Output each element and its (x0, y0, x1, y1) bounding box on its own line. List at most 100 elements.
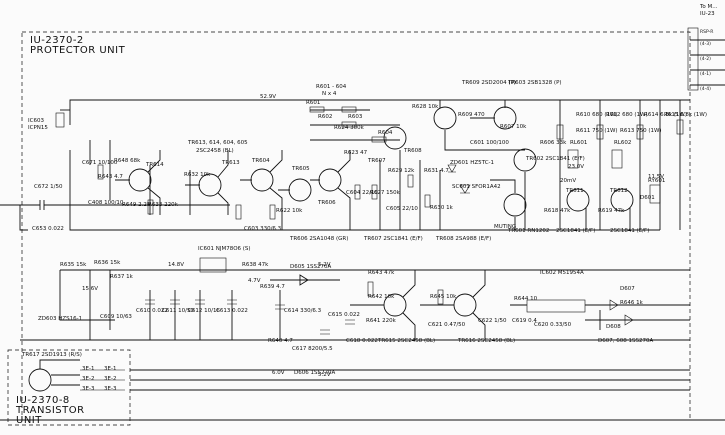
label: C605 22/10 (386, 206, 418, 212)
tr604-symbol (250, 168, 274, 192)
label: C601 100/100 (470, 140, 509, 146)
connector-label: (4-3) (700, 42, 711, 47)
tr605-symbol (288, 178, 312, 202)
label: C408 100/10 (88, 200, 124, 206)
label: SC601 SFOR1A42 (452, 184, 501, 190)
label: R609 470 (458, 112, 485, 118)
unit-title: IU-2370-2 (30, 35, 84, 46)
label: R643 47k (368, 270, 395, 276)
tr601-symbol (503, 193, 527, 217)
label: R629 12k (388, 168, 415, 174)
label: R644 10 (514, 296, 538, 302)
label: R637 1k (110, 274, 133, 280)
label: RL602 (614, 140, 632, 146)
protector-unit-frame (21, 31, 691, 421)
label: R604 (378, 130, 393, 136)
label: C619 0.4 (512, 318, 537, 324)
label: C603 330/6.3 (244, 226, 282, 232)
tr606-symbol (318, 168, 342, 192)
label: 11.5V (648, 174, 665, 180)
label: C621 0.47/50 (428, 322, 466, 328)
label: ZD601 HZ5TC-1 (450, 160, 495, 166)
label: TR614 (146, 162, 164, 168)
label: IC603 (28, 118, 44, 124)
label: TR603 2SB1328 (P) (508, 80, 562, 86)
label: R618 47k (544, 208, 571, 214)
label: R619 47k (598, 208, 625, 214)
label: 15.6V (82, 286, 99, 292)
top-right-note-2: IU-23 (700, 11, 715, 17)
label: D608 (606, 324, 621, 330)
label: R614 6.8k (1W) (644, 112, 687, 118)
pin-label: 3E-3 (104, 386, 117, 392)
label: R648 68k (114, 158, 141, 164)
label: R603 (348, 114, 363, 120)
pin-label: 3E-1 (82, 366, 95, 372)
label: R610 680 (1W) (576, 112, 618, 118)
connector-label: RSP-R (700, 30, 714, 35)
unit-subtitle: PROTECTOR UNIT (30, 45, 126, 56)
pin-label: 3E-2 (82, 376, 95, 382)
label: TR604 (252, 158, 270, 164)
label: R630 1k (430, 205, 453, 211)
label: R611 750 (1W) (576, 128, 618, 134)
label: TR609 2SD2004 (P) (462, 80, 517, 86)
label: 20mV (560, 178, 577, 184)
label: C617 8200/5.5 (292, 346, 333, 352)
label: D607 (620, 286, 635, 292)
label: R601 - 604 (316, 84, 347, 90)
label: D606 1SS270A (294, 370, 336, 376)
connector-label: (4-1) (700, 72, 711, 77)
label: C622 1/50 (478, 318, 507, 324)
label: C611 10/50 (162, 308, 194, 314)
label: C615 0.022 (328, 312, 360, 318)
label: C671 10/100 (82, 160, 118, 166)
label: TR617 2SD1913 (R/S) (22, 352, 82, 358)
label: RL601 (570, 140, 588, 146)
label: C620 0.33/50 (534, 322, 572, 328)
label: TR601 RN1202 (508, 228, 550, 234)
label: 52.9V (260, 94, 277, 100)
tr602-symbol (513, 148, 537, 172)
tr611-symbol (566, 188, 590, 212)
label: 5.2V (318, 372, 331, 378)
transistor-unit-frame (7, 349, 131, 426)
label: 23.0V (568, 164, 585, 170)
label: R612 680 (1W) (606, 112, 648, 118)
connector-label: (4-2) (700, 57, 711, 62)
label: TR606 (318, 200, 336, 206)
label: C672 1/50 (34, 184, 63, 190)
label: 2SC1841 (E/F) (610, 228, 650, 234)
tr616-symbol (453, 293, 477, 317)
label: R643 4.7 (98, 174, 123, 180)
label: C612 10/16 (188, 308, 220, 314)
label: R635 15k (60, 262, 87, 268)
label: TR606 2SA1048 (GR) (290, 236, 349, 242)
label: R645 10k (430, 294, 457, 300)
label: R606 33k (540, 140, 567, 146)
label: R601 (306, 100, 321, 106)
label: TR611 (566, 188, 584, 194)
ic601-box (199, 257, 227, 273)
label: R607 10k (500, 124, 527, 130)
tr617-symbol (28, 368, 52, 392)
label: TR608 2SA988 (E/F) (436, 236, 492, 242)
label: TR612 (610, 188, 628, 194)
label: IC602 M51954A (540, 270, 584, 276)
label: R628 10k (412, 104, 439, 110)
transistor-unit-title: IU-2370-8 (16, 395, 70, 406)
label: C618 0.022 (346, 338, 378, 344)
label: 2SC2458 (BL) (196, 148, 234, 154)
pin-label: 3E-1 (104, 366, 117, 372)
label: R624 300k (334, 125, 364, 131)
label: R641 220k (366, 318, 396, 324)
label: C653 0.022 (32, 226, 64, 232)
top-right-note-1: To M... (700, 4, 718, 10)
label: TR613 (222, 160, 240, 166)
label: C614 330/6.3 (284, 308, 322, 314)
label: R627 150k (370, 190, 400, 196)
label: N x 4 (322, 91, 337, 97)
label: C604 22/10 (346, 190, 378, 196)
label: R646 1k (620, 300, 643, 306)
